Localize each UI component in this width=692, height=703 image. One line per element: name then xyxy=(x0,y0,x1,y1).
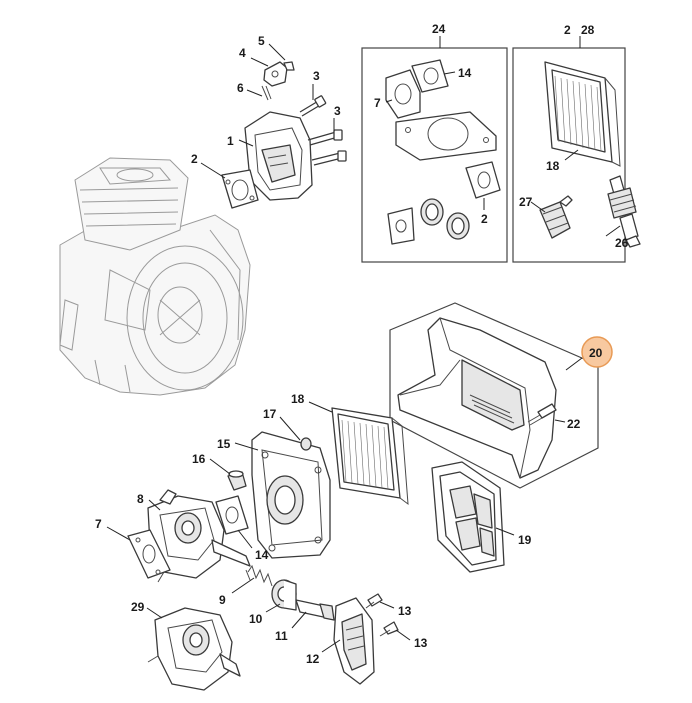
callout-28: 28 xyxy=(581,23,595,37)
gasket-icon xyxy=(215,495,249,535)
cover-screw-part xyxy=(527,403,557,426)
air-filter-icon xyxy=(544,61,621,167)
callout-19: 19 xyxy=(518,533,532,547)
filter-cover-part xyxy=(397,317,557,479)
intake-flange-part xyxy=(244,111,313,201)
callout-12: 12 xyxy=(306,652,320,666)
carburetor-flange-part xyxy=(251,431,331,559)
callout-2: 2 xyxy=(191,152,198,166)
callout-20: 20 xyxy=(589,346,603,360)
callout-2: 2 xyxy=(481,212,488,226)
screw-icon xyxy=(365,593,399,637)
clamp-part xyxy=(261,61,295,101)
spark-plug-icon xyxy=(607,175,641,248)
carburetor-icon xyxy=(139,489,251,583)
highlight-marker xyxy=(581,336,613,368)
callout-1: 1 xyxy=(227,134,234,148)
callouts: 1 2 2 2 3 3 4 5 6 7 7 8 9 10 11 12 13 13… xyxy=(95,22,629,666)
callout-27: 27 xyxy=(519,195,533,209)
callout-3: 3 xyxy=(334,104,341,118)
callout-9: 9 xyxy=(219,593,226,607)
leader-lines xyxy=(106,36,621,653)
callout-7: 7 xyxy=(374,96,381,110)
callout-24: 24 xyxy=(432,22,446,36)
callout-14: 14 xyxy=(458,66,472,80)
carburetor-icon xyxy=(147,607,241,691)
callout-2: 2 xyxy=(564,23,571,37)
pre-filter-part xyxy=(431,461,505,573)
callout-15: 15 xyxy=(217,437,231,451)
callout-18: 18 xyxy=(291,392,305,406)
gasket-kit-parts xyxy=(385,59,501,245)
callout-22: 22 xyxy=(567,417,581,431)
callout-4: 4 xyxy=(239,46,246,60)
callout-6: 6 xyxy=(237,81,244,95)
callout-7: 7 xyxy=(95,517,102,531)
callout-29: 29 xyxy=(131,600,145,614)
elbow-part xyxy=(333,597,375,685)
callout-13: 13 xyxy=(398,604,412,618)
engine-cylinder-icon xyxy=(59,157,251,396)
fuel-filter-part xyxy=(539,195,573,239)
callout-17: 17 xyxy=(263,407,277,421)
gasket-icon xyxy=(221,169,259,209)
callout-8: 8 xyxy=(137,492,144,506)
spring-part xyxy=(245,564,273,587)
collar-part xyxy=(271,579,297,611)
nipple-part xyxy=(300,437,312,451)
filter-kit-box xyxy=(512,47,626,263)
callout-11: 11 xyxy=(275,629,288,643)
callout-13: 13 xyxy=(414,636,428,650)
gasket-kit-box xyxy=(361,47,508,263)
gasket-icon xyxy=(127,529,171,579)
screw-icon xyxy=(299,95,347,166)
air-filter-icon xyxy=(331,407,409,506)
callout-5: 5 xyxy=(258,34,265,48)
callout-3: 3 xyxy=(313,69,320,83)
callout-14: 14 xyxy=(255,548,269,562)
callout-26: 26 xyxy=(615,236,629,250)
callout-10: 10 xyxy=(249,612,263,626)
callout-16: 16 xyxy=(192,452,206,466)
callout-18: 18 xyxy=(546,159,560,173)
plug-part xyxy=(227,470,247,491)
connector-part xyxy=(295,599,335,621)
